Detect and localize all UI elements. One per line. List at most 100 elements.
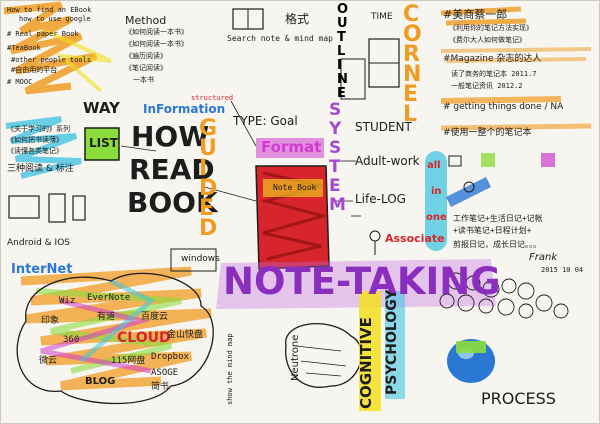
associate-label: Associate [385, 232, 445, 245]
outline-letter: L [337, 44, 346, 59]
note-taking-title: NOTE-TAKING [223, 260, 501, 303]
internet-label: InterNet [11, 262, 73, 277]
system-letter: T [329, 157, 341, 177]
howto-google: how to use google [19, 15, 91, 23]
guided-letter: D [199, 176, 218, 201]
information-sub: structured [191, 94, 234, 102]
fixed-cn-3: 《读懂各类笔记》 [7, 147, 63, 155]
cornell-letter: R [403, 42, 420, 67]
cloud-word: ASOGE [151, 368, 179, 378]
student-label: STUDENT [355, 120, 412, 134]
psychology-label: PSYCHOLOGY [384, 289, 400, 395]
type-goal: TYPE: Goal [233, 114, 298, 128]
date-label: 2015 10 04 [541, 266, 584, 274]
right-row-2: +读书笔记+日程计划+ [453, 226, 532, 235]
guided-vertical: G U I D E D [199, 118, 227, 241]
guided-letter: E [199, 196, 215, 221]
right-heading-1: #美商蔡一郎 [443, 8, 508, 21]
howto-find-ebook: How to find an EBook [7, 6, 92, 14]
book-word: BOOK [127, 186, 218, 219]
cloud-word: Wiz [59, 296, 76, 306]
time-label: TIME [371, 12, 393, 22]
adult-work: Adult-work [355, 154, 420, 168]
method-line-1: 《如何阅读一本书》 [125, 28, 188, 36]
cloud-word: Dropbox [151, 352, 189, 362]
right-row-1: 工作笔记+生活日记+记帐 [453, 214, 543, 223]
process-label: PROCESS [481, 389, 556, 408]
method-line-2: 《如何阅读一本书》 [125, 40, 188, 48]
in-label: in [431, 186, 442, 197]
blog-label: BLOG [85, 376, 116, 387]
fixed-cn-1: 《关于学习的》系列 [7, 125, 70, 133]
system-vertical: S Y S T E M [329, 101, 349, 215]
method-line-4: 《笔记阅读》 [125, 64, 167, 72]
other-tools: #other people tools [11, 56, 92, 64]
read-word: READ [129, 153, 215, 186]
all-in-one-capsule [425, 151, 447, 251]
outline-letter: O [337, 2, 349, 17]
guided-letter: I [199, 156, 208, 181]
cloud-label: CLOUD [117, 330, 171, 346]
cornell-letter: E [403, 82, 419, 107]
life-log: Life-LOG [355, 192, 406, 206]
method-line-3: 《遍历阅读》 [125, 52, 167, 60]
method-line-5: 一本书 [133, 76, 154, 84]
information-label: InFormation [143, 102, 226, 116]
show-mind-map: show the mind map [226, 333, 234, 405]
outline-letter: U [337, 16, 348, 31]
all-label: all [427, 160, 441, 171]
outline-letter: E [337, 86, 346, 101]
cornell-letter: L [403, 102, 418, 127]
cloud-word: 百度云 [141, 312, 169, 322]
outline-letter: N [337, 72, 348, 87]
guided-letter: U [199, 136, 217, 161]
right-h1-a: 《利用你的笔记方法实现》 [449, 24, 533, 32]
windows-label: windows [181, 254, 220, 264]
cloud-word: 微云 [39, 356, 58, 366]
teabook: #TeaBook [7, 44, 41, 52]
right-heading-4: #使用一整个的笔记本 [443, 128, 532, 138]
cloud-word: 简书 [151, 382, 170, 392]
cloud-word: 360 [63, 335, 80, 345]
list-box [84, 127, 120, 161]
neutrone-label: Neutrone [290, 334, 301, 381]
three-read-words: 三种阅读 & 标注 [7, 164, 74, 174]
notebook-label: Note Book [273, 183, 317, 192]
system-letter: S [329, 138, 342, 158]
system-letter: M [329, 195, 346, 215]
cloud-word: 有道 [97, 312, 116, 322]
system-letter: E [329, 176, 341, 196]
phone-icon [72, 195, 86, 221]
way-label: WAY [83, 99, 120, 117]
system-letter: Y [329, 119, 342, 139]
cloud-word: EverNote [87, 293, 131, 303]
mooc: # MOOC [7, 78, 33, 86]
signature: Frank [529, 252, 558, 263]
outline-letter: I [337, 58, 342, 73]
search-note-mind-map: Search note & mind map [227, 34, 333, 43]
one-label: one [426, 212, 447, 223]
guided-letter: D [199, 216, 218, 241]
system-letter: S [329, 100, 342, 120]
cognitive-label: COGNITIVE [357, 317, 375, 409]
tablet-icon [48, 193, 66, 223]
right-heading-3: # getting things done / NA [443, 102, 564, 112]
format-label: Format [261, 138, 322, 156]
fixed-cn-2: 《如何把书读薄》 [7, 136, 63, 144]
format-cn: 格式 [285, 12, 310, 26]
cloud-word: 金山快盘 [167, 330, 204, 340]
cornell-letter: C [403, 2, 420, 27]
how-word: HOW [131, 120, 210, 153]
right-row-3: 剪报日记，成长日记。。。 [453, 240, 541, 249]
android-ios: Android & IOS [7, 238, 70, 248]
cornell-vertical: C O R N E L [403, 2, 427, 127]
other-tools-cn: #自由用的平台 [11, 66, 58, 74]
cloud-outline [16, 272, 214, 405]
cloud-word: 印象 [41, 316, 60, 326]
laptop-icon [8, 195, 40, 219]
cloud-word: 115网盘 [111, 356, 146, 366]
right-h2-b: 一般笔记资讯 2012.2 [451, 82, 523, 90]
right-h1-b: 《费尔大人如何做笔记》 [449, 36, 526, 44]
